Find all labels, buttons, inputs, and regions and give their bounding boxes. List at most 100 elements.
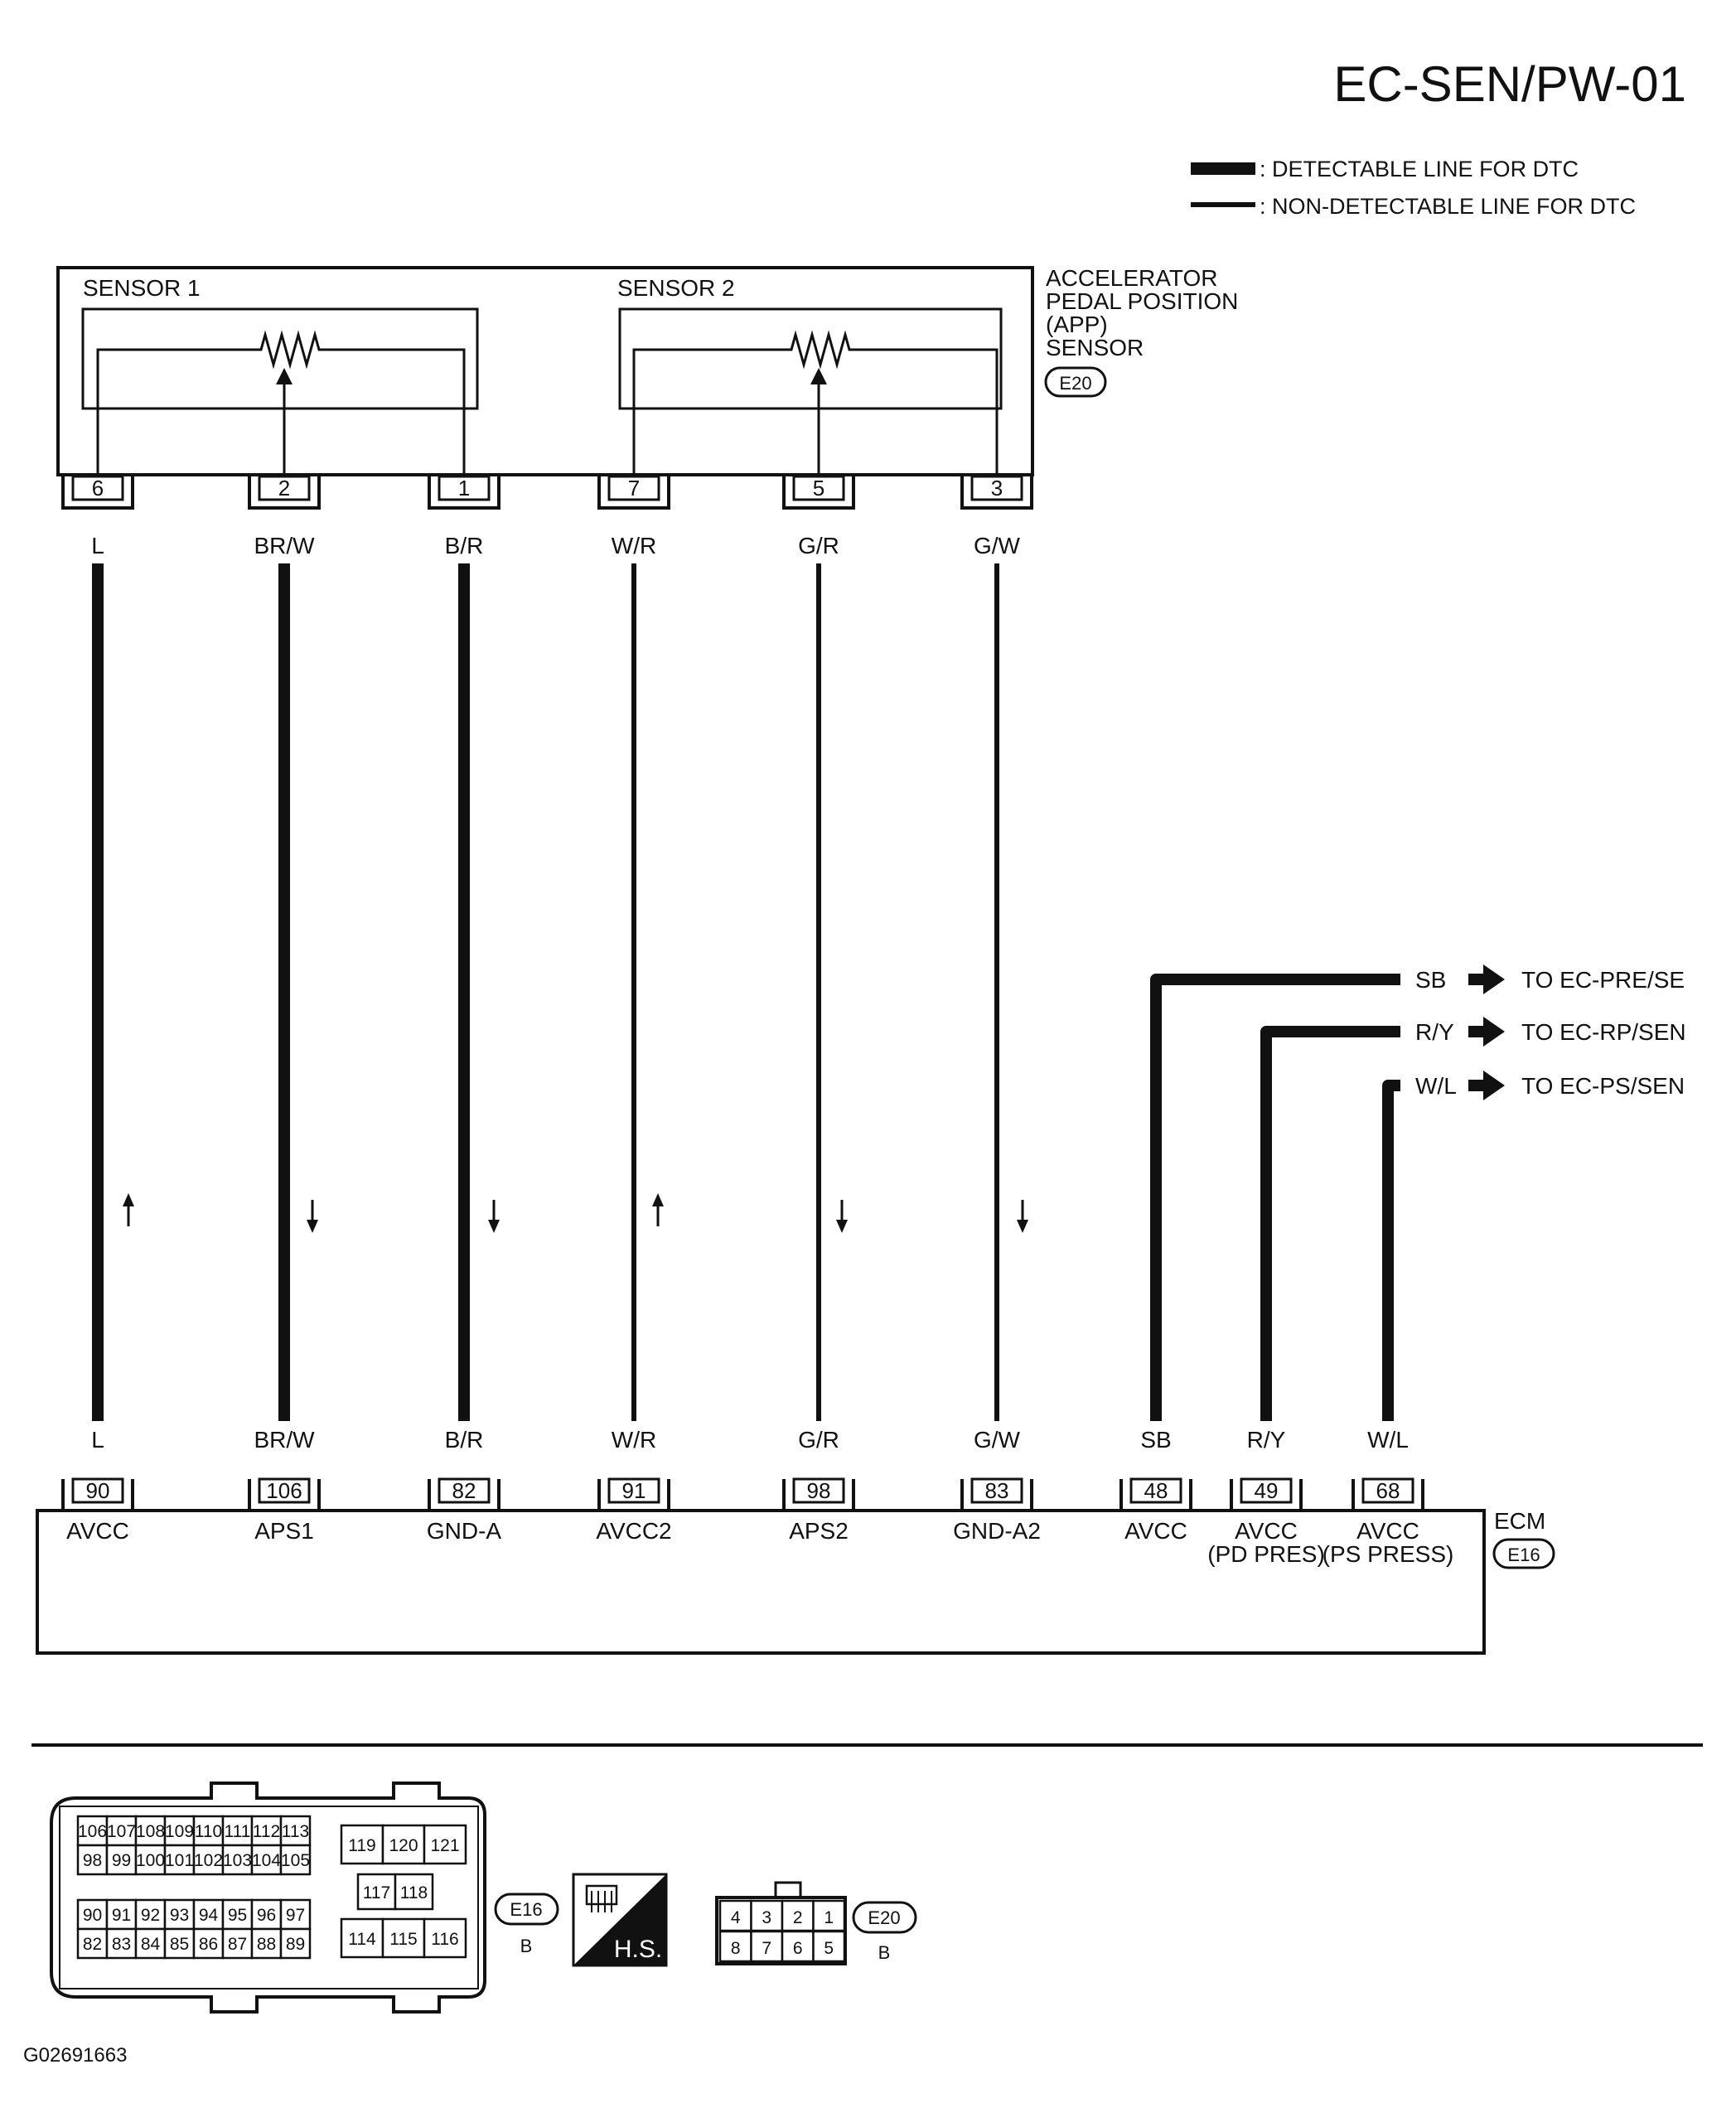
hs-icon: H.S. <box>572 1873 668 1967</box>
ecm-pin-0-bracket <box>61 1479 134 1512</box>
ecm-branch-pin-1-box <box>1240 1477 1293 1504</box>
e16-cell-1-6 <box>250 1844 283 1876</box>
sensor-pin-2-bracket <box>428 476 500 510</box>
e16-pin-0-7: 113 <box>282 1822 309 1841</box>
sensor-wire-color-4: G/R <box>798 533 839 558</box>
sensor-pin-3-number: 7 <box>628 476 640 500</box>
e16-right-mid-pin-1: 118 <box>400 1883 428 1902</box>
detectable-line-swatch <box>1191 162 1255 175</box>
e16-pin-0-2: 108 <box>136 1822 165 1841</box>
ecm-branch-color-0: SB <box>1140 1427 1171 1453</box>
ecm-branch-pin-1-number: 49 <box>1255 1478 1279 1503</box>
sensor2-wiper-arrow <box>810 368 827 384</box>
ecm-branch-color-2: W/L <box>1367 1427 1409 1453</box>
e16-cell-1-4 <box>192 1844 225 1876</box>
e16-color: B <box>520 1936 533 1956</box>
e16-right-bottom-cell-0 <box>340 1917 384 1959</box>
e16-pin-0-1: 107 <box>107 1822 136 1841</box>
e16-right-bottom-cell-2 <box>423 1917 467 1959</box>
e16-housing-inner <box>59 1806 479 1989</box>
e16-pin-3-1: 83 <box>112 1935 131 1954</box>
sensor2-box <box>618 307 1003 410</box>
e16-label: E16 <box>510 1899 542 1920</box>
e16-pin-0-4: 110 <box>195 1822 222 1841</box>
ecm-branch-color-1: R/Y <box>1247 1427 1286 1453</box>
ecm-terminal-label-3: AVCC2 <box>596 1518 671 1544</box>
page-title: EC-SEN/PW-01 <box>1333 56 1686 112</box>
sensor-name-line-1: ACCELERATOR <box>1046 265 1217 291</box>
sensor-wire-color-1: BR/W <box>254 533 315 558</box>
sensor-pin-1-number: 2 <box>278 476 290 500</box>
sensor-wire-color-3: W/R <box>612 533 656 558</box>
e20-pin-0-2: 2 <box>793 1908 803 1927</box>
e20-pin-0-0: 4 <box>731 1908 741 1927</box>
ecm-pin-5-bracket <box>960 1479 1033 1512</box>
ecm-branch-sublabel-1: (PD PRES) <box>1207 1541 1325 1567</box>
ecm-branch-pin-1-bracket <box>1230 1479 1303 1512</box>
e16-right-top-pin-1: 120 <box>389 1836 418 1855</box>
hs-triangle <box>573 1874 666 1965</box>
ecm-branch-pin-2: 68 <box>1352 1477 1424 1512</box>
sensor1-box <box>81 307 479 410</box>
branch-line-0 <box>1150 974 1400 1421</box>
e16-right-mid-pin-0: 117 <box>363 1883 390 1902</box>
e20-pin-0-1: 3 <box>762 1908 771 1927</box>
ecm-branch-pin-0: 48 <box>1119 1477 1192 1512</box>
ecm-branch-pin-2-bracket <box>1352 1479 1424 1512</box>
ecm-connector-id: E16 <box>1507 1545 1540 1565</box>
ecm-pin-5: 83 <box>960 1477 1033 1512</box>
branch-wire-color-1: R/Y <box>1415 1019 1454 1045</box>
e16-pin-1-3: 101 <box>165 1851 194 1870</box>
e20-key <box>774 1881 802 1899</box>
e20-cell-1-2 <box>781 1930 815 1963</box>
ecm-branch-pin-0-number: 48 <box>1144 1478 1168 1503</box>
sensor1-label: SENSOR 1 <box>83 275 201 301</box>
e16-right-bottom-pin-1: 115 <box>389 1930 417 1949</box>
ecm-terminal-label-4: APS2 <box>789 1518 849 1544</box>
e16-pin-2-1: 91 <box>112 1906 131 1925</box>
e16-cell-1-1 <box>105 1844 138 1876</box>
sensor-pin-5-box <box>970 475 1023 501</box>
sensor-pin-0-bracket <box>61 476 134 510</box>
e16-pin-3-6: 88 <box>257 1935 276 1954</box>
branch-arrow-icon-1 <box>1468 1017 1505 1047</box>
ecm-branch-pin-1: 49 <box>1230 1477 1303 1512</box>
e20-color: B <box>878 1942 891 1963</box>
sensor-pin-0-box <box>71 475 124 501</box>
branch-arrow-icon-0 <box>1468 964 1505 994</box>
legend: : DETECTABLE LINE FOR DTC : NON-DETECTAB… <box>1191 157 1636 219</box>
sensor-wire-color-5: G/W <box>974 533 1021 558</box>
ecm-branch-label-1: AVCC <box>1235 1518 1298 1544</box>
sensor-wire-color-0: L <box>91 533 104 558</box>
e16-housing <box>50 1782 486 2014</box>
app-sensor-box <box>56 266 1034 476</box>
sensor-pin-3-bracket <box>597 476 670 510</box>
sensor-pin-3-box <box>607 475 660 501</box>
sensor-pin-1-bracket <box>248 476 321 510</box>
sensor-pin-2: 1 <box>428 475 500 510</box>
sensor-pin-0-number: 6 <box>92 476 104 500</box>
e16-pin-2-4: 94 <box>199 1906 219 1925</box>
legend-non-detectable: : NON-DETECTABLE LINE FOR DTC <box>1260 194 1636 219</box>
ecm-branch-label-2: AVCC <box>1356 1518 1419 1544</box>
ecm-wire-color-4: G/R <box>798 1427 839 1453</box>
e16-cell-1-7 <box>279 1844 312 1876</box>
e16-right-top-pin-2: 121 <box>430 1836 459 1855</box>
e16-cell-3-4 <box>192 1927 225 1960</box>
ecm-pin-2-number: 82 <box>452 1478 476 1503</box>
sensor-pin-4-bracket <box>782 476 855 510</box>
e16-pin-1-4: 102 <box>194 1851 223 1870</box>
e16-right-mid-cell-0 <box>356 1873 397 1911</box>
ecm: ECM E16 <box>36 1508 1555 1655</box>
sensor-connector-badge <box>1044 366 1107 398</box>
sensor-connector-id: E20 <box>1059 373 1091 394</box>
e20-badge <box>852 1901 917 1934</box>
non-detectable-line-swatch <box>1191 202 1255 207</box>
branch-destination-0: TO EC-PRE/SE <box>1521 967 1685 993</box>
